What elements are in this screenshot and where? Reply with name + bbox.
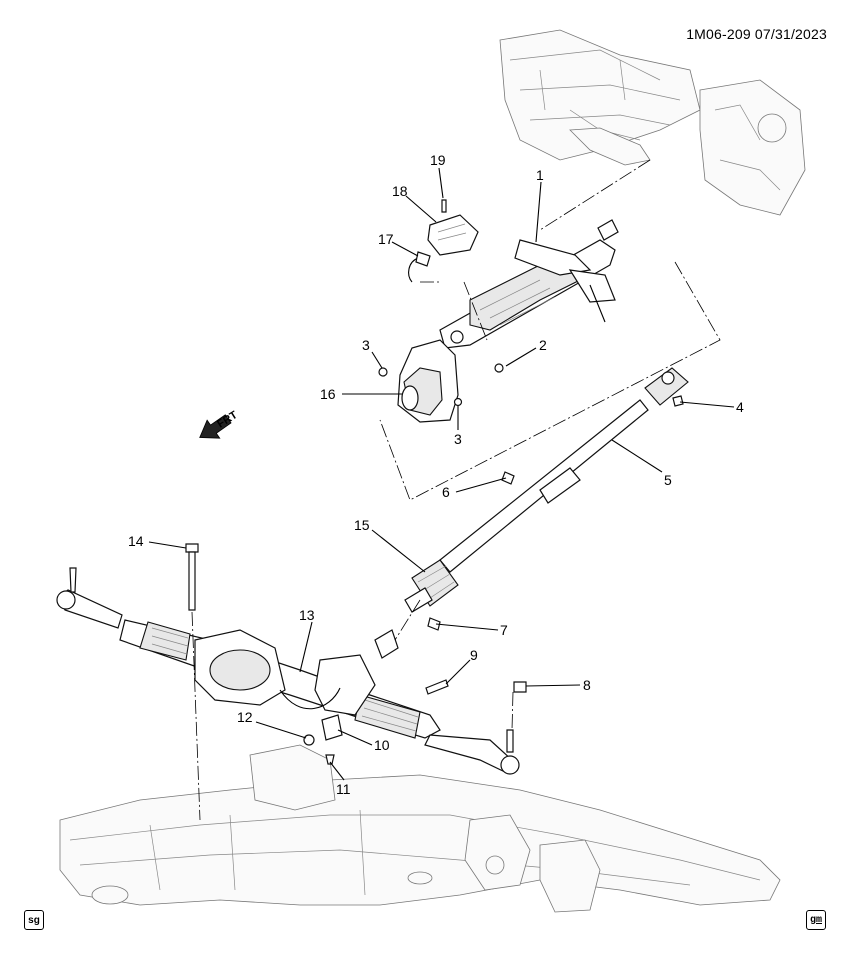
callout-13: 13 [299,607,315,623]
callout-2: 2 [539,337,547,353]
callout-16: 16 [320,386,336,402]
frt-label: FRT [215,409,240,431]
callout-1: 1 [536,167,544,183]
sg-badge: sg [24,910,44,930]
intermediate-shaft [439,367,689,573]
control-module [427,199,479,256]
body-structure-top [499,29,806,216]
callout-14: 14 [128,533,144,549]
phantom-lines [191,159,721,821]
callout-8: 8 [583,677,591,693]
callout-3-upper: 3 [362,337,370,353]
steering-gear [119,619,441,739]
column-seal [397,339,459,423]
callout-4: 4 [736,399,744,415]
wiring-connector [408,251,431,283]
callout-10: 10 [374,737,390,753]
callout-11: 11 [336,781,351,797]
gm-logo-badge: gm [806,910,826,930]
callout-17: 17 [378,231,394,247]
outer-tie-rods [56,567,527,775]
front-direction-arrow: FRT [199,409,240,439]
callout-7: 7 [500,622,508,638]
leader-lines [148,167,735,781]
gear-mounting-bolt [185,543,199,611]
callout-6: 6 [442,484,450,500]
callout-3-lower: 3 [454,431,462,447]
document-id: 1M06-209 07/31/2023 [686,26,827,42]
callout-numbers: 1 2 3 3 4 5 6 7 8 9 10 11 12 13 14 15 16… [128,152,744,797]
callout-5: 5 [664,472,672,488]
callout-12: 12 [237,709,253,725]
subframe [59,744,781,913]
fasteners [303,363,684,765]
callout-19: 19 [430,152,446,168]
callout-9: 9 [470,647,478,663]
callout-15: 15 [354,517,370,533]
callout-18: 18 [392,183,408,199]
